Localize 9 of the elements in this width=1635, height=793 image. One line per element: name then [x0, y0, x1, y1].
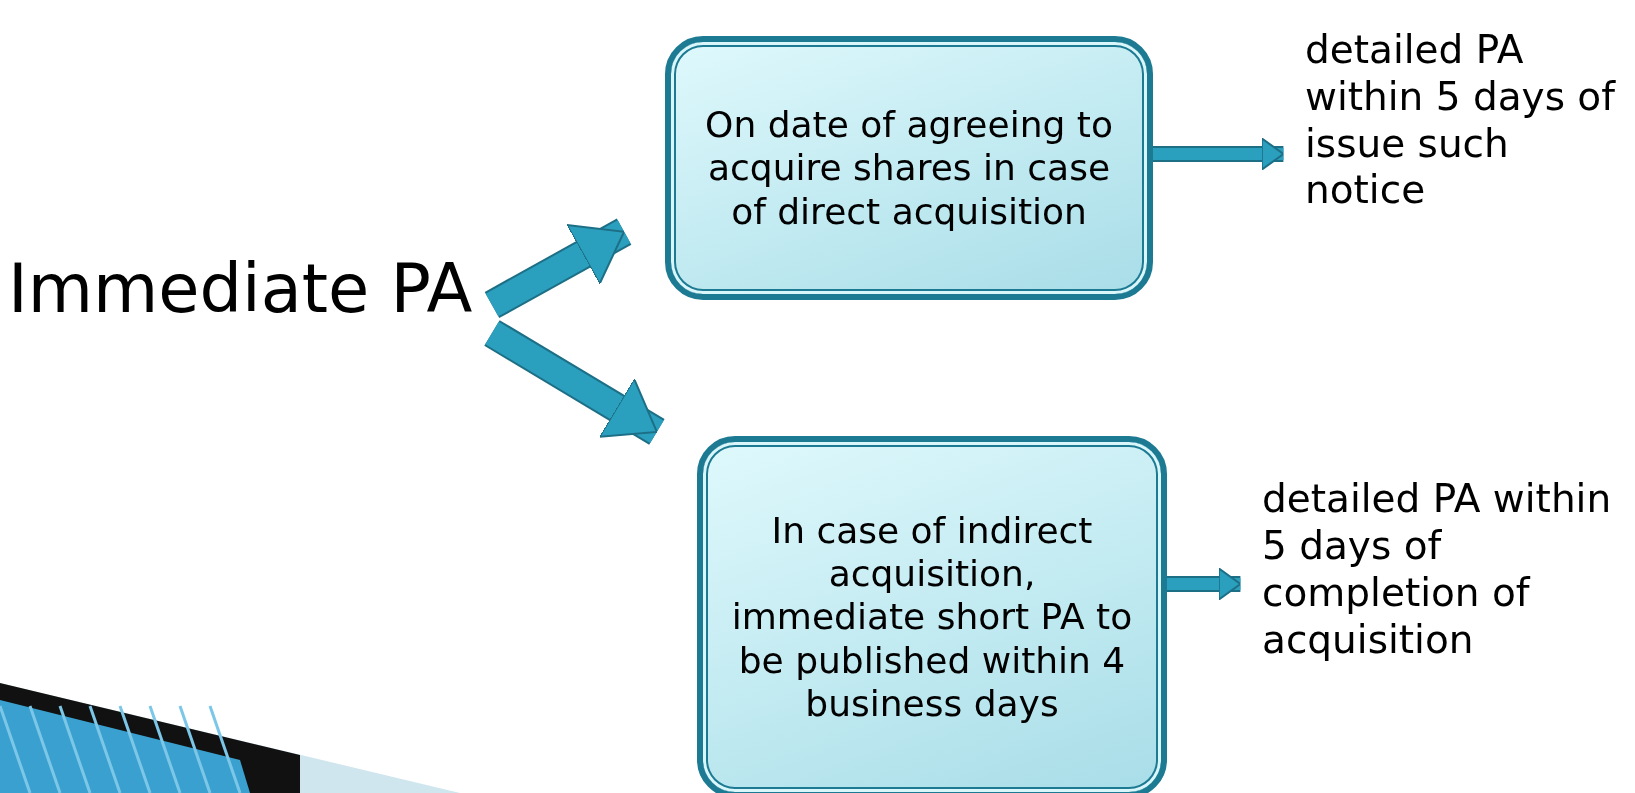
process-box: On date of agreeing to acquire shares in case of direct acquisition — [665, 36, 1153, 300]
block-arrow — [1153, 137, 1285, 171]
heading-text: Immediate PA — [8, 243, 492, 335]
note-text: detailed PA within 5 days of completion of acquisition — [1262, 415, 1612, 725]
process-box: In case of indirect acquisition, immediate short PA to be published within 4 business days — [697, 436, 1167, 793]
block-arrow — [1167, 567, 1242, 601]
block-arrow — [484, 218, 632, 319]
note-text: detailed PA within 5 days of issue such notice — [1305, 8, 1625, 233]
block-arrow — [484, 320, 665, 445]
